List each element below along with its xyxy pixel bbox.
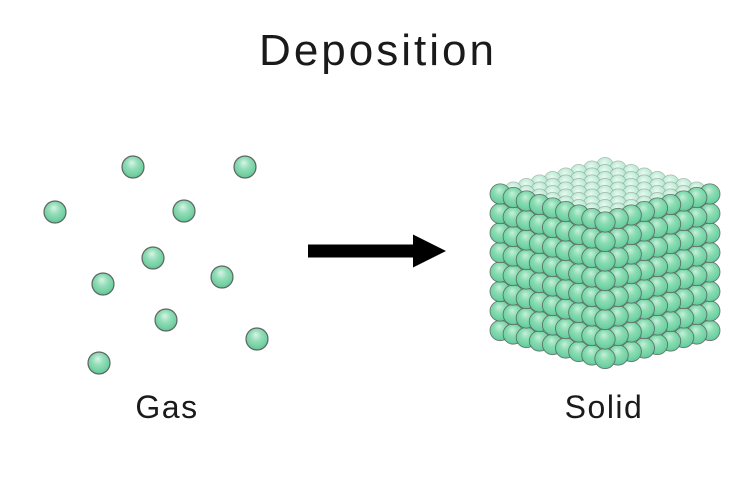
gas-particle (43, 200, 67, 224)
cube-sphere (594, 211, 616, 233)
cube-sphere (594, 308, 616, 331)
gas-particles (43, 155, 269, 375)
gas-particle (121, 155, 145, 179)
cube-sphere (594, 269, 616, 292)
page-title: Deposition (259, 26, 497, 75)
gas-particle (210, 265, 234, 289)
cube-sphere (594, 230, 616, 253)
transition-arrow (308, 234, 446, 268)
gas-particle (154, 308, 178, 332)
gas-particle (87, 351, 111, 375)
gas-particle (245, 327, 269, 351)
gas-label: Gas (135, 389, 199, 425)
cube-sphere (594, 328, 616, 350)
cube-sphere (594, 250, 616, 272)
solid-label: Solid (564, 389, 644, 425)
arrow-shape (308, 234, 446, 268)
cube-sphere (594, 289, 616, 311)
gas-particle (172, 199, 196, 223)
gas-particle (233, 155, 257, 179)
solid-cube (489, 157, 721, 370)
cube-sphere (594, 347, 616, 370)
gas-particle (141, 246, 165, 270)
gas-particle (91, 272, 115, 296)
